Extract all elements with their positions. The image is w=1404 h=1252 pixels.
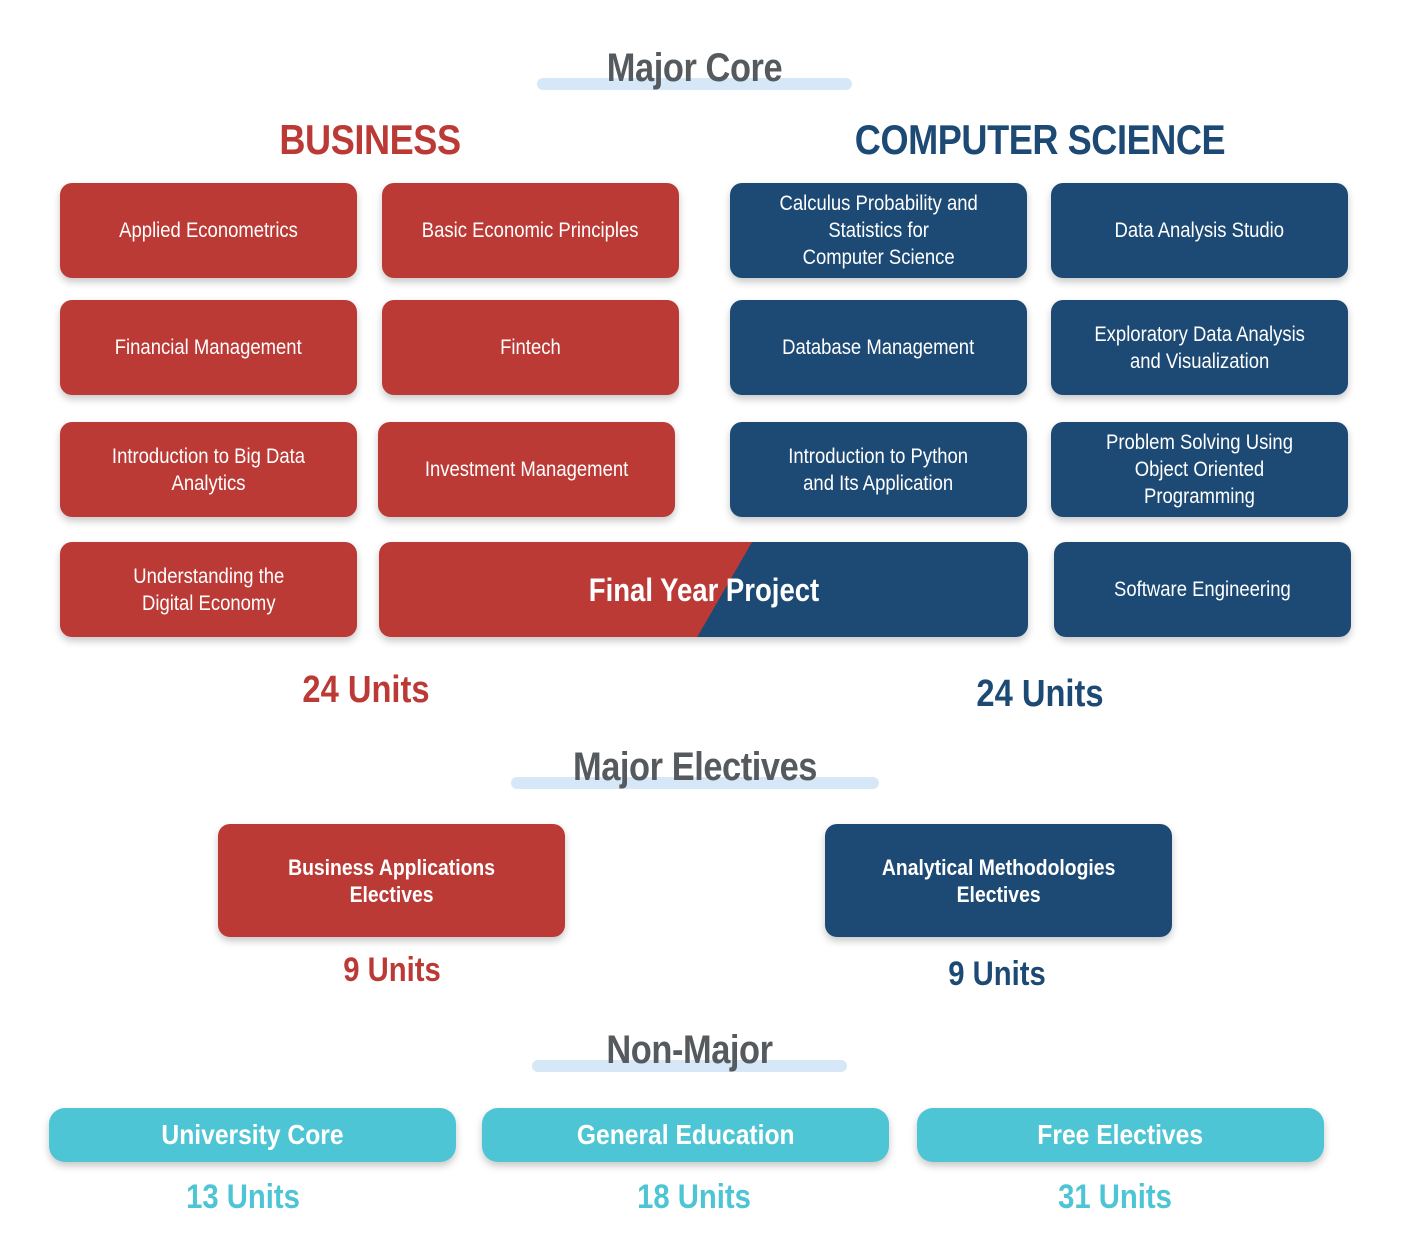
course-applied-econometrics: Applied Econometrics xyxy=(60,183,357,278)
course-label: Exploratory Data Analysis and Visualizat… xyxy=(1094,322,1305,373)
course-label: Introduction to Big Data Analytics xyxy=(111,444,306,495)
course-label: Calculus Probability and Statistics for … xyxy=(779,192,978,269)
course-software-engineering: Software Engineering xyxy=(1054,542,1351,637)
course-label: Financial Management xyxy=(115,336,302,359)
business-column-title: BUSINESS xyxy=(279,116,461,163)
university-core-units: 13 Units xyxy=(186,1178,300,1216)
course-problem-solving-oop: Problem Solving Using Object Oriented Pr… xyxy=(1051,422,1348,517)
course-label: Understanding the Digital Economy xyxy=(132,564,285,615)
course-exploratory-data-analysis: Exploratory Data Analysis and Visualizat… xyxy=(1051,300,1348,395)
business-applications-electives: Business Applications Electives xyxy=(218,824,565,937)
course-financial-management: Financial Management xyxy=(60,300,357,395)
course-label: Applied Econometrics xyxy=(119,219,298,242)
course-label: Problem Solving Using Object Oriented Pr… xyxy=(1106,431,1293,508)
heading-underline xyxy=(537,78,852,90)
heading-underline xyxy=(511,777,879,789)
elective-label: Business Applications Electives xyxy=(288,854,495,907)
cs-core-units: 24 Units xyxy=(976,673,1104,715)
course-label: Fintech xyxy=(500,336,561,359)
course-label: Software Engineering xyxy=(1114,578,1291,601)
elective-label: Analytical Methodologies Electives xyxy=(881,854,1116,907)
non-major-label: Free Electives xyxy=(1037,1119,1204,1150)
course-understanding-digital-economy: Understanding the Digital Economy xyxy=(60,542,357,637)
cs-electives-units: 9 Units xyxy=(948,955,1046,993)
course-database-management: Database Management xyxy=(730,300,1027,395)
course-final-year-project: Final Year Project xyxy=(379,542,1028,637)
non-major-title: Non-Major xyxy=(606,1028,773,1072)
university-core-box: University Core xyxy=(49,1108,456,1162)
major-core-title: Major Core xyxy=(606,46,783,90)
course-calculus-probability-statistics: Calculus Probability and Statistics for … xyxy=(730,183,1027,278)
free-electives-box: Free Electives xyxy=(917,1108,1324,1162)
major-electives-title: Major Electives xyxy=(572,745,818,789)
course-label: Final Year Project xyxy=(588,571,819,608)
course-label: Database Management xyxy=(782,336,975,359)
heading-underline xyxy=(532,1060,847,1072)
course-label: Data Analysis Studio xyxy=(1114,219,1285,242)
free-electives-units: 31 Units xyxy=(1058,1178,1172,1216)
course-label: Introduction to Python and Its Applicati… xyxy=(788,444,969,495)
business-electives-units: 9 Units xyxy=(343,951,441,989)
course-data-analysis-studio: Data Analysis Studio xyxy=(1051,183,1348,278)
general-education-box: General Education xyxy=(482,1108,889,1162)
major-core-heading: Major Core xyxy=(537,44,852,92)
business-core-units: 24 Units xyxy=(302,669,430,711)
general-education-units: 18 Units xyxy=(637,1178,751,1216)
course-intro-python: Introduction to Python and Its Applicati… xyxy=(730,422,1027,517)
course-label: Investment Management xyxy=(424,458,629,481)
course-fintech: Fintech xyxy=(382,300,679,395)
computer-science-column-title: COMPUTER SCIENCE xyxy=(854,116,1226,163)
course-investment-management: Investment Management xyxy=(378,422,675,517)
analytical-methodologies-electives: Analytical Methodologies Electives xyxy=(825,824,1172,937)
course-basic-economic-principles: Basic Economic Principles xyxy=(382,183,679,278)
major-electives-heading: Major Electives xyxy=(511,743,879,791)
course-label: Basic Economic Principles xyxy=(422,219,639,242)
non-major-label: University Core xyxy=(161,1119,344,1150)
non-major-label: General Education xyxy=(576,1119,795,1150)
course-intro-big-data-analytics: Introduction to Big Data Analytics xyxy=(60,422,357,517)
non-major-heading: Non-Major xyxy=(532,1026,847,1074)
